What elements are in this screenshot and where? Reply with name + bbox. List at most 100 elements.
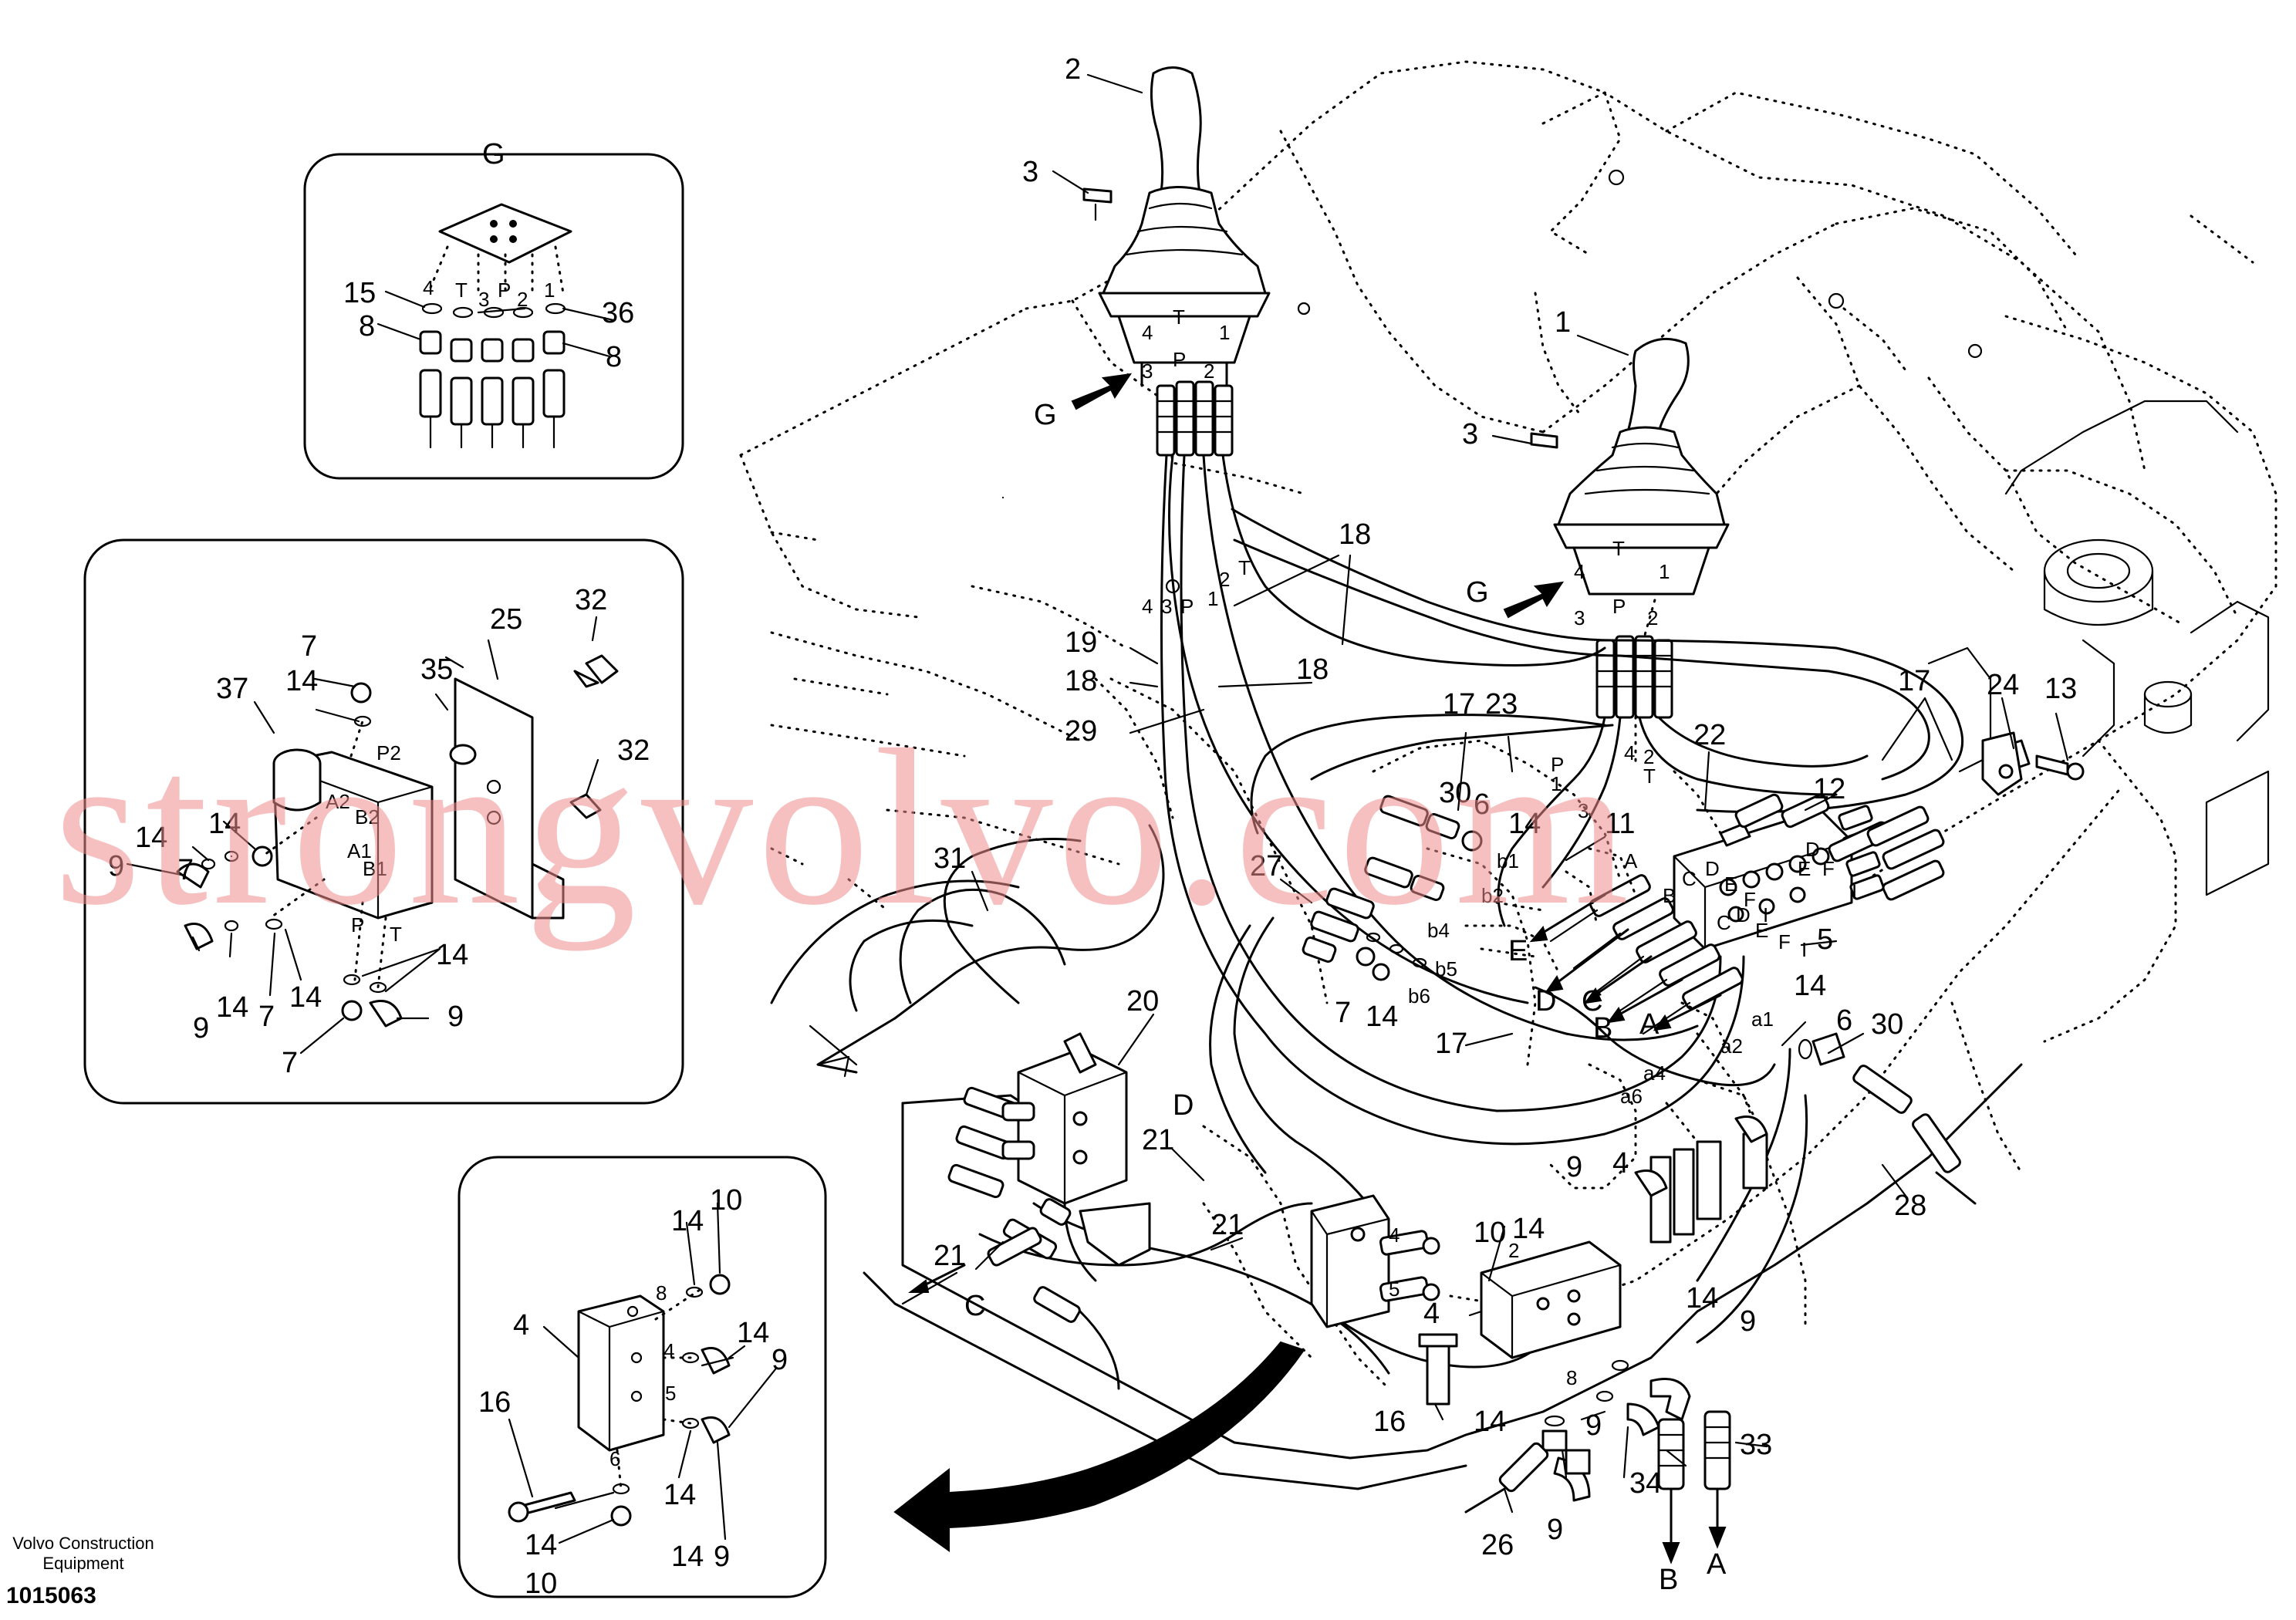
callout-26: 26 <box>1481 1529 1514 1561</box>
callouts: 2 3 1 3 18 19 18 18 29 17 23 17 22 12 5 … <box>108 53 2077 1600</box>
inset-left <box>83 538 684 1105</box>
flow-label-c2: C <box>964 1290 985 1322</box>
port-label: 3 <box>478 288 489 311</box>
port-label: 4 <box>1389 1223 1400 1247</box>
block-4-middle <box>1310 1194 1440 1328</box>
callout-3: 3 <box>1462 418 1478 451</box>
fittings-group-right <box>1734 793 1945 901</box>
inset-g <box>303 153 684 480</box>
callout-10: 10 <box>525 1568 557 1600</box>
view-g-label: G <box>1466 576 1489 609</box>
port-label: D <box>1805 838 1820 861</box>
port-label: 2 <box>1647 606 1658 629</box>
port-label: 2 <box>1219 568 1230 591</box>
joystick-left-port-fittings <box>1156 380 1234 457</box>
inset-bottom <box>458 1156 827 1598</box>
callout-30: 30 <box>1871 1008 1903 1041</box>
callout-9: 9 <box>772 1344 788 1376</box>
callout-16: 16 <box>478 1386 511 1419</box>
flow-label-d2: D <box>1173 1089 1194 1122</box>
callout-8: 8 <box>606 341 622 373</box>
dotted-fittings-area <box>1464 847 1761 1190</box>
port-label: B <box>1663 884 1676 907</box>
callout-8: 8 <box>359 310 375 343</box>
port-label: 2 <box>1643 745 1654 768</box>
port-label: 3 <box>1578 799 1589 822</box>
port-label: P <box>498 278 511 302</box>
hose-21-left <box>901 1227 1120 1390</box>
callout-14: 14 <box>289 981 322 1014</box>
hose-26 <box>1464 1442 1591 1514</box>
port-label: B1 <box>363 857 387 880</box>
callout-17: 17 <box>1898 665 1930 697</box>
callout-16: 16 <box>1373 1406 1406 1438</box>
frame-details <box>1165 169 2270 896</box>
callout-2: 2 <box>1065 53 1081 86</box>
port-label: 2 <box>1508 1239 1519 1262</box>
callout-9: 9 <box>1547 1514 1563 1546</box>
callout-3: 3 <box>1022 156 1038 188</box>
callout-36: 36 <box>602 297 634 329</box>
flow-label-d: D <box>1535 985 1556 1018</box>
port-label: I <box>1852 880 1857 903</box>
inset-g-fittings <box>419 330 566 449</box>
callout-6: 6 <box>1474 788 1490 821</box>
flow-label-c: C <box>1582 985 1602 1018</box>
port-label: 1 <box>544 278 555 302</box>
port-label: P2 <box>376 741 401 764</box>
port-label: a4 <box>1643 1061 1666 1085</box>
port-label: 2 <box>1204 359 1214 383</box>
callout-15: 15 <box>343 277 376 309</box>
port-label: b4 <box>1427 919 1450 942</box>
view-g-labels: G G <box>1034 399 1489 609</box>
maker-line-2: Equipment <box>42 1554 124 1573</box>
port-label: I <box>1801 938 1807 961</box>
callout-9: 9 <box>1740 1305 1756 1338</box>
callout-14: 14 <box>1794 970 1826 1002</box>
callout-13: 13 <box>2044 673 2077 705</box>
port-label: 4 <box>1142 321 1153 344</box>
port-label: A1 <box>347 839 372 862</box>
callout-34: 34 <box>1629 1467 1662 1500</box>
callout-32: 32 <box>617 734 650 767</box>
port-label: a2 <box>1720 1034 1743 1058</box>
port-label: T <box>1643 764 1656 788</box>
port-label: B2 <box>355 805 380 829</box>
port-label: 1 <box>1207 587 1218 610</box>
port-label: F <box>1822 857 1835 880</box>
callout-14: 14 <box>671 1541 704 1573</box>
callout-4: 4 <box>1612 1147 1629 1180</box>
port-label: 4 <box>423 276 434 299</box>
callout-18: 18 <box>1296 653 1329 686</box>
callout-7: 7 <box>1335 997 1351 1029</box>
drawing-number: 1015063 <box>6 1583 96 1608</box>
view-g-label: G <box>1034 399 1057 431</box>
callout-9: 9 <box>1566 1151 1582 1183</box>
port-label: T <box>1173 305 1185 329</box>
callout-23: 23 <box>1485 688 1518 721</box>
port-label: 8 <box>1566 1366 1577 1389</box>
bracket-24 <box>1981 731 2085 796</box>
callout-7: 7 <box>177 854 194 886</box>
flow-label-a2: A <box>1707 1548 1727 1581</box>
flow-label-a: A <box>1639 1008 1660 1041</box>
port-label: A2 <box>326 790 350 813</box>
callout-14: 14 <box>436 939 468 971</box>
port-label: 2 <box>517 288 528 311</box>
port-label: D <box>1736 903 1751 926</box>
watermark: strongvolvo.com <box>54 704 1633 951</box>
callout-14: 14 <box>285 665 318 697</box>
callout-11: 11 <box>1605 808 1635 840</box>
joystick-left <box>1082 66 1271 457</box>
callout-17: 17 <box>1443 688 1475 721</box>
port-label: T <box>455 278 468 302</box>
callout-9: 9 <box>108 850 124 883</box>
callout-14: 14 <box>216 991 248 1024</box>
port-label: 4 <box>663 1339 674 1362</box>
callout-4: 4 <box>513 1309 529 1342</box>
callout-g-inset: G <box>482 138 505 170</box>
callout-10: 10 <box>1474 1217 1506 1249</box>
port-label: P <box>1173 348 1186 371</box>
flow-label-b2: B <box>1659 1564 1678 1596</box>
